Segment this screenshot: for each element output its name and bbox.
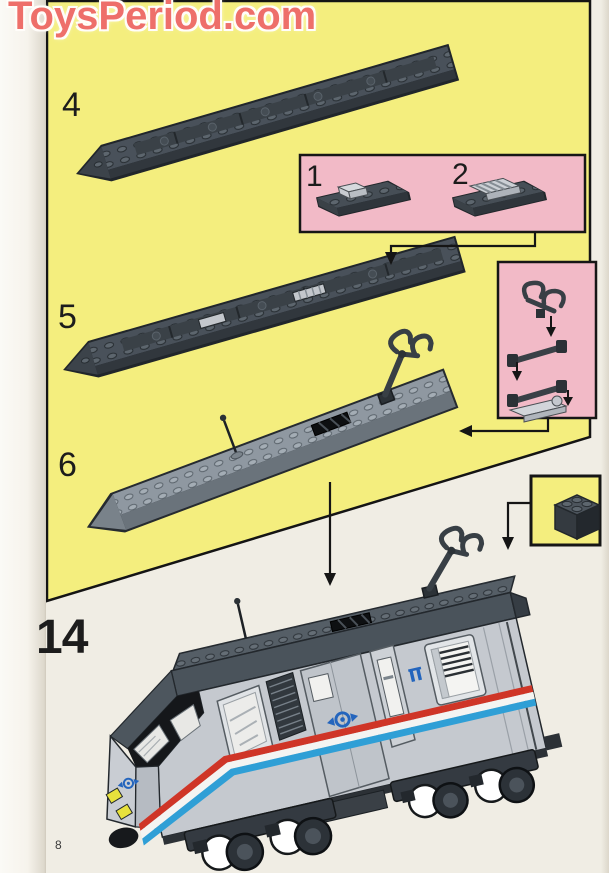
page-left-margin xyxy=(0,0,46,873)
rear-bogie xyxy=(389,749,539,819)
step-4-label: 4 xyxy=(62,86,81,124)
train-antenna xyxy=(234,597,248,639)
cab-rear-window xyxy=(216,684,274,765)
windscreen-glass-side xyxy=(169,703,201,742)
pantograph-bar-part-2 xyxy=(507,380,567,407)
blinds-window xyxy=(424,634,487,706)
part-2-plate xyxy=(451,177,548,217)
mini-arrow-2 xyxy=(512,362,522,381)
windscreen-glass-front xyxy=(133,724,170,764)
mini-arrow-3 xyxy=(563,390,573,406)
pantograph-head-part xyxy=(521,280,566,318)
train-nose xyxy=(105,734,162,849)
headlight-upper xyxy=(105,787,124,804)
connector-arrow-step6-to-train xyxy=(324,482,336,586)
front-buffer xyxy=(108,827,139,849)
train-body xyxy=(105,616,548,849)
headlight-lower xyxy=(115,803,134,821)
step-5-label: 5 xyxy=(58,298,77,336)
roof-grille xyxy=(310,411,352,437)
rear-coupler xyxy=(543,733,563,751)
2x2-brick xyxy=(553,494,601,541)
connector-arrow-parts-to-step5 xyxy=(385,233,537,265)
connector-arrow-brick-to-train xyxy=(502,501,531,550)
parts-inset-box xyxy=(298,153,587,234)
part-2-label: 2 xyxy=(452,158,469,191)
front-bogie xyxy=(183,797,337,872)
door-window xyxy=(307,673,334,703)
cab-roof-slope xyxy=(109,669,178,750)
pantograph-bar-part-1 xyxy=(507,340,567,367)
light-brick-on-plate xyxy=(336,182,369,200)
part-1-plate xyxy=(315,180,412,217)
brick-inset-box xyxy=(529,474,602,547)
pantograph-parts-box xyxy=(496,260,598,423)
livery-stripes xyxy=(138,685,537,846)
pantograph-base-plate-part xyxy=(508,395,568,423)
train-roof xyxy=(170,516,531,698)
step-14-label: 14 xyxy=(36,611,88,664)
step-6-roof-diagram xyxy=(86,322,459,533)
step-5-chassis-diagram xyxy=(63,235,466,378)
side-louver-vent xyxy=(265,671,307,741)
train-roof-grille xyxy=(329,612,373,633)
step-6-label: 6 xyxy=(58,446,77,484)
page-right-edge xyxy=(601,0,609,873)
part-1-label: 1 xyxy=(306,160,323,193)
grille-piece-on-plate xyxy=(468,177,522,201)
step-4-chassis-diagram xyxy=(76,43,460,182)
train-undercarriage xyxy=(162,733,563,872)
part-1-installed xyxy=(197,311,227,330)
roof-antenna xyxy=(219,414,244,460)
mini-arrow-1 xyxy=(546,316,556,337)
page-number: 8 xyxy=(55,838,62,852)
blue-symbol xyxy=(407,666,423,682)
train-illustration xyxy=(105,516,563,872)
watermark-logo: ToysPeriod.com xyxy=(8,0,317,38)
rear-handrail xyxy=(505,621,538,750)
part-2-installed xyxy=(292,283,327,302)
connector-arrow-pantobox-to-step6 xyxy=(459,418,550,437)
